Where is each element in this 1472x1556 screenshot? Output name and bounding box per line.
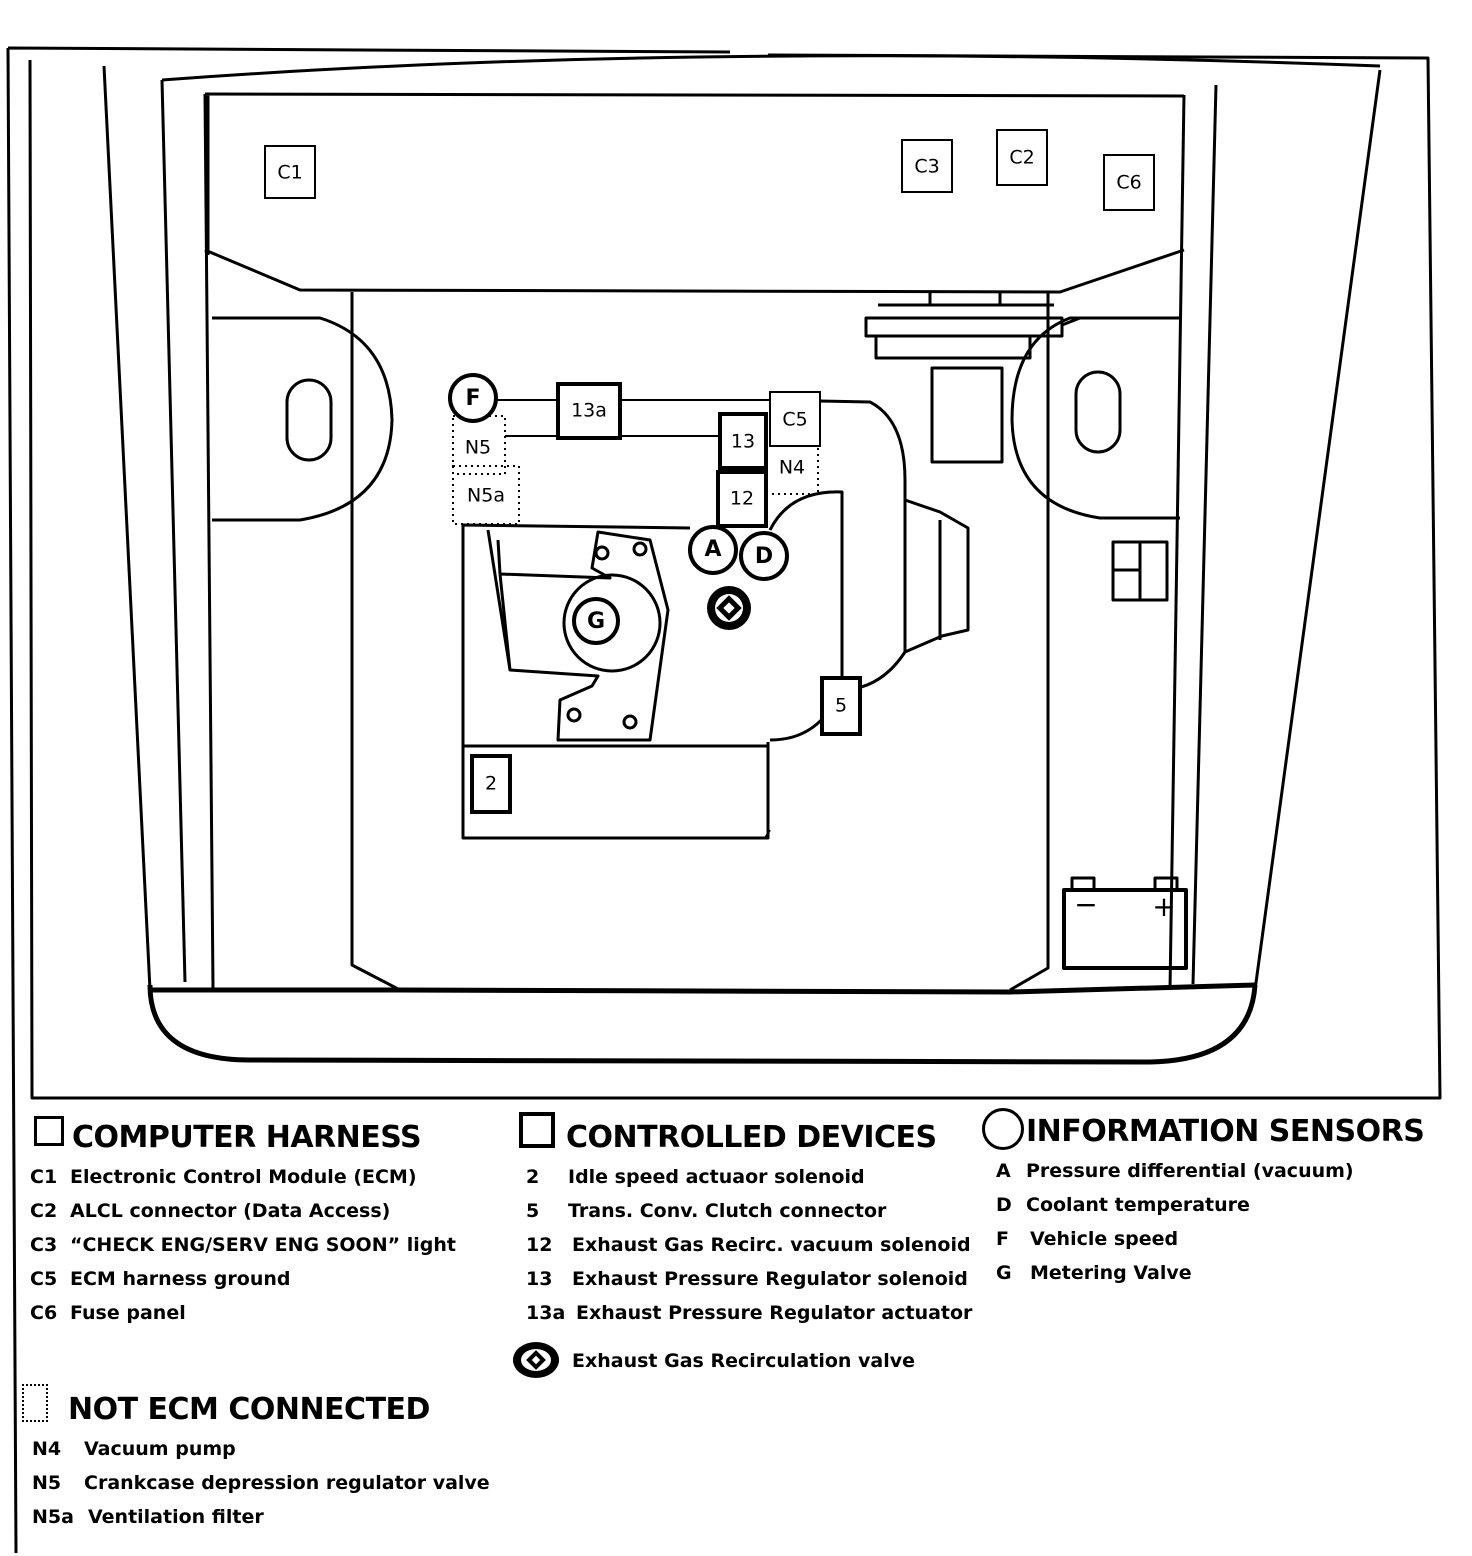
controlled-devices-key-icon bbox=[519, 1112, 555, 1148]
label-n5: N5 bbox=[465, 437, 491, 459]
transmission-housing bbox=[768, 398, 970, 742]
egr-valve-legend-icon bbox=[513, 1342, 559, 1378]
egr-valve-icon bbox=[707, 586, 751, 630]
information-sensors-key-icon bbox=[982, 1108, 1024, 1150]
intake-manifold bbox=[486, 529, 670, 742]
right-strut-slot bbox=[1074, 370, 1122, 454]
right-fender bbox=[1168, 69, 1382, 991]
label-13: 13 bbox=[731, 431, 755, 453]
battery-minus-label: − bbox=[1074, 888, 1097, 921]
not-ecm-connected-key-icon bbox=[22, 1384, 48, 1422]
sensor-d-circle bbox=[739, 531, 789, 581]
mount-hole-3 bbox=[566, 707, 582, 723]
engine-bay-left-wall bbox=[350, 292, 401, 992]
outer-frame bbox=[6, 46, 1442, 1554]
computer-harness-title: COMPUTER HARNESS bbox=[72, 1120, 422, 1155]
battery-terminal-neg bbox=[1070, 876, 1096, 892]
label-c3: C3 bbox=[914, 156, 939, 178]
right-strut-tower bbox=[1010, 316, 1180, 520]
battery-plus-label: + bbox=[1152, 890, 1175, 923]
c1-box bbox=[264, 145, 316, 199]
c2-box bbox=[996, 129, 1048, 186]
mount-hole-1 bbox=[594, 545, 610, 561]
label-5: 5 bbox=[835, 695, 847, 717]
mount-hole-2 bbox=[632, 541, 648, 557]
sensor-g-circle bbox=[572, 597, 620, 645]
label-c6: C6 bbox=[1116, 172, 1141, 194]
label-c5: C5 bbox=[782, 409, 807, 431]
label-2: 2 bbox=[485, 773, 497, 795]
label-f: F bbox=[465, 386, 480, 411]
c3-box bbox=[901, 139, 953, 193]
label-g: G bbox=[587, 609, 605, 634]
c6-box bbox=[1103, 154, 1155, 211]
not-ecm-connected-title: NOT ECM CONNECTED bbox=[68, 1392, 430, 1427]
battery bbox=[1062, 888, 1188, 970]
throttle-body bbox=[562, 573, 662, 673]
sensor-f-circle bbox=[448, 373, 498, 423]
label-c1: C1 bbox=[277, 162, 302, 184]
left-fender bbox=[102, 65, 215, 991]
label-12: 12 bbox=[730, 488, 754, 510]
label-a: A bbox=[704, 537, 721, 562]
n5a-box bbox=[452, 465, 520, 525]
c5-box bbox=[769, 391, 821, 447]
engine-bay-right-wall bbox=[1009, 292, 1050, 992]
engine-block bbox=[461, 523, 770, 840]
brake-booster bbox=[864, 292, 1081, 360]
label-d: D bbox=[755, 544, 773, 569]
left-strut-tower bbox=[212, 316, 394, 522]
label-n4: N4 bbox=[779, 457, 805, 479]
device-5-box bbox=[820, 676, 862, 736]
left-strut-slot bbox=[285, 378, 333, 462]
vacuum-line bbox=[496, 399, 771, 839]
sensor-a-circle bbox=[688, 525, 738, 575]
device-2-box bbox=[470, 754, 512, 814]
master-cylinder bbox=[930, 366, 1004, 464]
information-sensors-title: INFORMATION SENSORS bbox=[1026, 1114, 1425, 1149]
transmission-ribs bbox=[903, 500, 942, 652]
device-12-box bbox=[716, 470, 768, 528]
battery-terminal-pos bbox=[1153, 876, 1179, 892]
computer-harness-key-icon bbox=[34, 1116, 64, 1146]
egr-valve-legend-text: Exhaust Gas Recirculation valve bbox=[572, 1350, 916, 1372]
device-13-box bbox=[718, 412, 768, 470]
device-13a-box bbox=[556, 382, 622, 440]
radiator-support bbox=[150, 982, 1256, 995]
controlled-devices-title: CONTROLLED DEVICES bbox=[566, 1120, 937, 1155]
relay-box-divider bbox=[1113, 542, 1142, 600]
mount-hole-4 bbox=[622, 714, 638, 730]
label-n5a: N5a bbox=[467, 485, 505, 507]
list-item: C3“CHECK ENG/SERV ENG SOON” light bbox=[30, 1234, 456, 1256]
front-bumper bbox=[147, 984, 1258, 1065]
label-c2: C2 bbox=[1009, 147, 1034, 169]
label-13a: 13a bbox=[571, 400, 607, 422]
firewall-shelf bbox=[161, 54, 1381, 294]
